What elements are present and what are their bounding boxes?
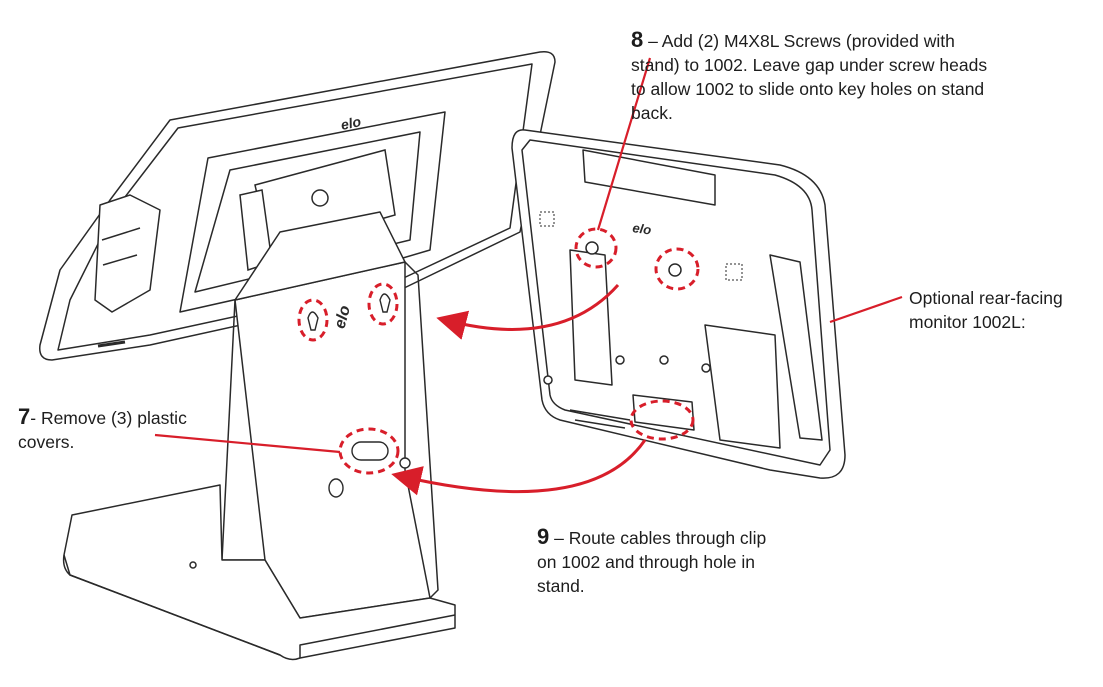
step7-number: 7 <box>18 404 31 429</box>
step8-arrow <box>436 284 620 340</box>
rear-monitor <box>511 129 846 479</box>
leader-lines <box>154 57 903 454</box>
step8-leader <box>596 57 652 231</box>
step9-text: – Route cables through clip on 1002 and … <box>537 528 767 596</box>
optional-monitor-note: Optional rear-facing monitor 1002L: <box>909 288 1063 332</box>
step9-callout: 9 – Route cables through clip on 1002 an… <box>537 525 787 598</box>
step8-text: – Add (2) M4X8L Screws (provided with st… <box>631 31 988 123</box>
step7-leader <box>154 433 341 454</box>
stand-keyholes <box>307 293 391 331</box>
rear-monitor-logo: elo <box>632 220 653 237</box>
rear-monitor-highlight-circles <box>574 227 700 441</box>
stand-base <box>62 484 456 661</box>
stand-column <box>221 211 439 619</box>
step7-text: - Remove (3) plastic covers. <box>18 408 187 452</box>
step7-callout: 7- Remove (3) plastic covers. <box>18 405 218 454</box>
stand-logo: elo <box>332 304 354 331</box>
step8-number: 8 <box>631 27 644 52</box>
arrows <box>391 284 647 496</box>
note-leader <box>829 295 903 324</box>
monitor-logo: elo <box>339 113 363 133</box>
rear-monitor-vents <box>539 211 743 281</box>
step8-callout: 8 – Add (2) M4X8L Screws (provided with … <box>631 28 1001 125</box>
stand-highlight-circles <box>297 282 400 475</box>
step9-arrow <box>391 439 647 496</box>
stand-cable-hole <box>328 441 411 498</box>
step9-number: 9 <box>537 524 550 549</box>
